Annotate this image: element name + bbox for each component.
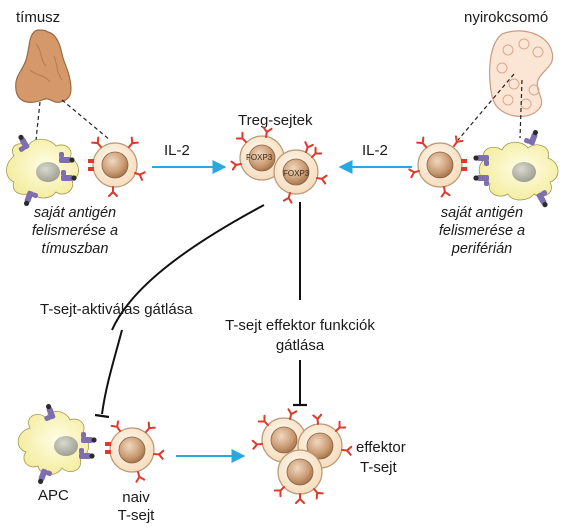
- thymus-t-cell: [88, 136, 146, 197]
- lymph-node-label: nyirokcsomó: [464, 9, 548, 26]
- thymus-label: tímusz: [16, 9, 60, 26]
- bottom-apc: [17, 403, 97, 487]
- peripheral-apc: [473, 127, 559, 209]
- right-caption-line-1: saját antigén: [441, 205, 523, 221]
- treg-cells: FOXP3 FOXP3: [230, 126, 328, 204]
- effector-t-cells: [251, 408, 353, 504]
- peripheral-t-cell: [408, 135, 467, 198]
- effector-label-2: T-sejt: [360, 459, 398, 476]
- left-caption-line-1: saját antigén: [34, 205, 116, 221]
- left-caption-line-3: tímuszban: [42, 241, 109, 257]
- left-caption-line-2: felismerése a: [32, 223, 118, 239]
- inhibit-effector-label-2: gátlása: [276, 337, 325, 354]
- il2-left-label: IL-2: [164, 142, 190, 159]
- inhibit-effector-label-1: T-sejt effektor funkciók: [225, 317, 375, 334]
- right-caption-line-3: periférián: [451, 241, 512, 257]
- thymus-apc: [6, 133, 79, 209]
- naive-t-cell: [105, 420, 165, 483]
- naive-label-1: naiv: [122, 489, 150, 506]
- thymus-organ: [15, 29, 72, 103]
- apc-label: APC: [38, 487, 69, 504]
- foxp3-label-a: FOXP3: [246, 153, 273, 162]
- inhibition-bar-left: [94, 413, 110, 419]
- il2-right-label: IL-2: [362, 142, 388, 159]
- foxp3-label-b: FOXP3: [283, 169, 310, 178]
- effector-label-1: effektor: [356, 439, 406, 456]
- treg-label: Treg-sejtek: [238, 112, 313, 129]
- inhibition-curve-upper: [111, 204, 265, 331]
- inhibition-curve-lower: [101, 329, 123, 415]
- lymph-node-organ: [488, 30, 554, 118]
- naive-label-2: T-sejt: [118, 507, 156, 524]
- inhibit-activation-label: T-sejt-aktiválás gátlása: [40, 301, 193, 318]
- right-caption-line-2: felismerése a: [439, 223, 525, 239]
